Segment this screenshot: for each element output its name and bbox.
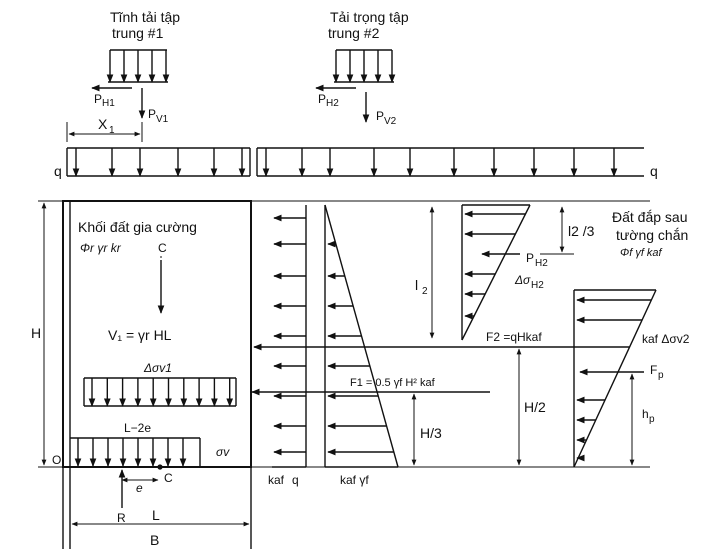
retained-fill-title-2: tường chắn (616, 227, 688, 243)
delta-sigma-h2-subscript: H2 (531, 280, 544, 291)
f2-formula: F2 =qHkaf (486, 330, 542, 344)
pv1-label: P (148, 107, 156, 121)
pv1-subscript: V1 (156, 114, 169, 125)
reinforced-soil-block: Khối đất gia cường Φr γr kr C V₁ = γr HL… (52, 200, 252, 549)
earth-pressure-diagram: kaf γf (324, 204, 399, 487)
r-label: R (117, 511, 126, 525)
h-over-3-label: H/3 (420, 425, 442, 441)
surcharge-pressure-diagram: kaf q (268, 205, 307, 487)
fp-label: F (650, 363, 657, 377)
live-load-title-line2: trung #2 (328, 25, 380, 41)
concentrated-load-2: Tải trọng tập trung #2 P H2 P V2 (315, 9, 409, 127)
ph2-subscript: H2 (326, 98, 339, 109)
q-left-label: q (54, 163, 62, 179)
f2-resultant: F2 =qHkaf H/2 (253, 330, 630, 466)
delta-sigma-h2: Δσ (514, 273, 531, 287)
q-right-label: q (650, 163, 658, 179)
hp-subscript: p (649, 414, 655, 425)
retained-fill-params: Φf γf kaf (620, 247, 663, 259)
l2-over-3-label: l2 /3 (568, 223, 595, 239)
retained-fill-title-1: Đất đắp sau (612, 209, 688, 225)
b-label: B (150, 532, 159, 548)
height-dimension: H (31, 202, 47, 466)
origin-o-label: O (52, 453, 61, 467)
l-label: L (152, 507, 160, 523)
surcharge-q: q q (54, 147, 658, 179)
concentrated-load-1: Tĩnh tải tập trung #1 P H1 P V1 X 1 (66, 9, 180, 142)
f1-formula: F1 = 0.5 γf H² kaf (350, 377, 436, 389)
kaf-label-1: kaf (268, 473, 285, 487)
h-label: H (31, 325, 41, 341)
ph2-label: P (318, 92, 326, 106)
dead-load-title-line2: trung #1 (112, 25, 164, 41)
pv2-subscript: V2 (384, 116, 397, 127)
h-over-2-label: H/2 (524, 399, 546, 415)
q-label-bottom: q (292, 473, 299, 487)
e-label: e (136, 481, 143, 495)
l-minus-2e-label: L−2e (124, 421, 151, 435)
v1-formula: V₁ = γr HL (108, 327, 172, 343)
sigma-v-label: σv (216, 445, 230, 459)
kaf-delta-sigma-v2: kaf Δσv2 (642, 332, 690, 346)
ph1-subscript: H1 (102, 98, 115, 109)
hp-label: h (642, 407, 649, 421)
retained-fill-info: Đất đắp sau tường chắn Φf γf kaf (612, 209, 688, 259)
c-label: C (164, 471, 173, 485)
delta-sigma-v2-diagram: kaf Δσv2 F p h p (573, 289, 690, 468)
l2-label: l (415, 277, 418, 293)
ph2-pressure-diagram: l 2 P H2 Δσ H2 l2 /3 (415, 204, 595, 341)
ph1-label: P (94, 92, 102, 106)
pv2-label: P (376, 109, 384, 123)
x1-label: X (98, 116, 108, 132)
x1-subscript: 1 (109, 125, 115, 136)
centerline-symbol: C (158, 241, 167, 255)
kaf-gamma-label: kaf γf (340, 473, 369, 487)
f1-resultant: F1 = 0.5 γf H² kaf H/3 (251, 377, 490, 466)
reinforced-block-title: Khối đất gia cường (78, 219, 197, 235)
delta-sigma-v1: Δσv1 (143, 361, 172, 375)
l2-subscript: 2 (422, 286, 428, 297)
dead-load-title-line1: Tĩnh tải tập (110, 9, 180, 25)
fp-subscript: p (658, 370, 664, 381)
ph2-right-subscript: H2 (535, 258, 548, 269)
reinforced-params: Φr γr kr (80, 241, 122, 255)
live-load-title-line1: Tải trọng tập (330, 9, 409, 25)
ph2-right-label: P (526, 251, 534, 265)
